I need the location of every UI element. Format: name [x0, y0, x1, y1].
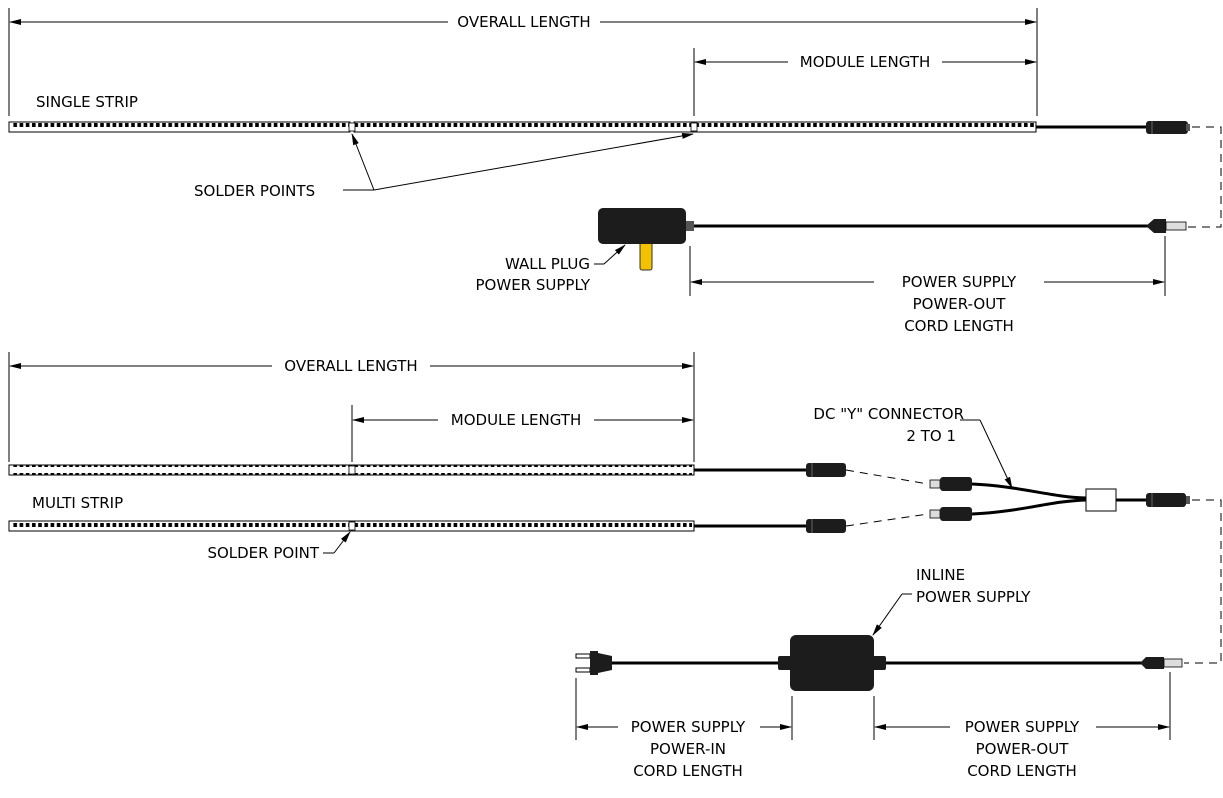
single-psu-out-dimension: POWER SUPPLY POWER-OUT CORD LENGTH: [689, 236, 1166, 335]
solder-point-marker: [348, 521, 356, 531]
multi-strip-label: MULTI STRIP: [32, 494, 123, 512]
multi-psu-out-label-line3: CORD LENGTH: [967, 762, 1077, 780]
y-connector-callout: DC "Y" CONNECTOR 2 TO 1: [813, 405, 1013, 489]
multi-led-strip-bottom: [8, 519, 846, 533]
multi-led-strip-top: [8, 463, 846, 477]
wall-plug-label-line2: POWER SUPPLY: [476, 276, 591, 294]
wall-plug-power-supply: [598, 208, 1187, 271]
y-connector-label-line1: DC "Y" CONNECTOR: [813, 405, 964, 423]
single-led-strip: [8, 121, 1037, 133]
solder-points-label: SOLDER POINTS: [194, 182, 315, 200]
multi-overall-length-label: OVERALL LENGTH: [284, 357, 417, 375]
multi-psu-in-label-line2: POWER-IN: [650, 740, 726, 758]
single-connection-dashed-line: [1188, 126, 1222, 228]
single-module-length-dimension: MODULE LENGTH: [693, 48, 1037, 116]
inline-psu-label-line1: INLINE: [916, 566, 965, 584]
multi-connection-dashed-line: [1184, 499, 1222, 664]
wall-plug-prong: [639, 239, 653, 271]
dc-y-connector: [929, 477, 1190, 521]
multi-psu-in-label-line1: POWER SUPPLY: [631, 718, 746, 736]
multi-psu-in-label-line3: CORD LENGTH: [633, 762, 743, 780]
multi-dashed-link-top: [845, 469, 929, 485]
single-module-length-label: MODULE LENGTH: [800, 53, 930, 71]
multi-psu-out-label-line2: POWER-OUT: [976, 740, 1070, 758]
solder-point-marker: [690, 122, 698, 132]
multi-module-length-label: MODULE LENGTH: [451, 411, 581, 429]
multi-psu-out-dimension: POWER SUPPLY POWER-OUT CORD LENGTH: [873, 672, 1171, 780]
solder-point-marker: [348, 122, 356, 132]
single-psu-out-label-line3: CORD LENGTH: [904, 317, 1014, 335]
wall-plug-callout: WALL PLUG POWER SUPPLY: [476, 244, 626, 294]
y-connector-label-line2: 2 TO 1: [906, 427, 956, 445]
single-strip-label: SINGLE STRIP: [36, 93, 138, 111]
multi-solder-point-callout: SOLDER POINT: [207, 531, 351, 562]
single-overall-length-dimension: OVERALL LENGTH: [8, 8, 1038, 116]
multi-psu-out-label-line1: POWER SUPPLY: [965, 718, 1080, 736]
wall-plug-label-line1: WALL PLUG: [505, 255, 590, 273]
single-solder-points-callout: SOLDER POINTS: [194, 132, 694, 200]
single-psu-out-label-line2: POWER-OUT: [913, 295, 1007, 313]
single-strip-cord: [1036, 121, 1190, 134]
solder-point-label: SOLDER POINT: [207, 544, 319, 562]
multi-module-length-dimension: MODULE LENGTH: [351, 405, 694, 462]
multi-overall-length-dimension: OVERALL LENGTH: [8, 352, 695, 462]
solder-point-marker: [348, 465, 356, 475]
single-psu-out-label-line1: POWER SUPPLY: [902, 273, 1017, 291]
single-overall-length-label: OVERALL LENGTH: [457, 13, 590, 31]
inline-power-supply: [575, 635, 1183, 691]
inline-psu-label-line2: POWER SUPPLY: [916, 588, 1031, 606]
multi-dashed-link-bottom: [845, 513, 929, 527]
multi-psu-in-dimension: POWER SUPPLY POWER-IN CORD LENGTH: [575, 678, 793, 780]
inline-psu-callout: INLINE POWER SUPPLY: [872, 566, 1031, 636]
